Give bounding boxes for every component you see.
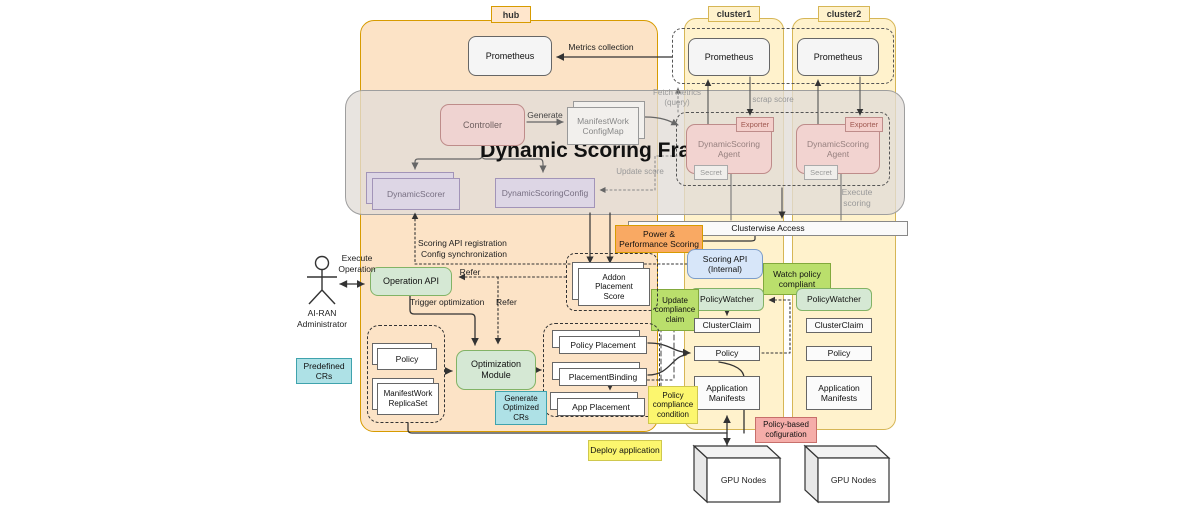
policy-placement: Policy Placement	[559, 336, 647, 354]
policy-compliance-condition: Policy compliance condition	[648, 386, 698, 424]
gpu-nodes-c2-label: GPU Nodes	[830, 475, 877, 485]
cluster2-tab: cluster2	[818, 6, 870, 22]
controller: Controller	[440, 104, 525, 146]
secret-c2: Secret	[804, 165, 838, 180]
gpu-cube-2	[803, 444, 891, 504]
operation-api: Operation API	[370, 267, 452, 296]
policy-watcher-c1: PolicyWatcher	[690, 288, 764, 311]
gpu-nodes-c1-label: GPU Nodes	[720, 475, 767, 485]
fetch-metrics-label: Fetch metrics (query)	[652, 88, 701, 107]
exporter-c2: Exporter	[845, 117, 883, 132]
generate-label: Generate	[527, 110, 563, 120]
prometheus-cluster1: Prometheus	[688, 38, 770, 76]
config-synchronization-label: Config synchronization	[421, 249, 507, 259]
scrap-score-label: scrap score	[752, 95, 794, 104]
exporter-c1: Exporter	[736, 117, 774, 132]
actor-icon	[307, 255, 337, 305]
hub-tab: hub	[491, 6, 531, 23]
actor-label: AI-RAN Administrator	[296, 308, 348, 329]
agents-group-dashed	[676, 112, 890, 186]
scoring-api-internal: Scoring API (Internal)	[687, 249, 763, 279]
cluster-claim-c2: ClusterClaim	[806, 318, 872, 333]
update-compliance-claim: Update compliance claim	[651, 289, 699, 331]
app-placement: App Placement	[557, 398, 645, 416]
policy-watcher-c2: PolicyWatcher	[796, 288, 872, 311]
policy-hub: Policy	[377, 348, 437, 370]
deploy-application: Deploy application	[588, 440, 662, 461]
manifestwork-configmap: ManifestWork ConfigMap	[567, 107, 639, 145]
prometheus-hub: Prometheus	[468, 36, 552, 76]
metrics-collection-label: Metrics collection	[568, 42, 634, 52]
optimization-module: Optimization Module	[456, 350, 536, 390]
refer-label-2: Refer	[496, 297, 517, 307]
addon-group-dashed	[566, 253, 658, 311]
predefined-crs: Predefined CRs	[296, 358, 352, 384]
cluster-claim-c1: ClusterClaim	[694, 318, 760, 333]
placements-dashed	[543, 323, 660, 417]
policy-based-configuration: Policy-based cofiguration	[755, 417, 817, 443]
prometheus-group-dashed	[672, 28, 894, 84]
placement-binding: PlacementBinding	[559, 368, 647, 386]
trigger-optimization-label: Trigger optimization	[410, 297, 485, 307]
scoring-api-registration-label: Scoring API registration	[418, 238, 507, 248]
dynamic-scoring-config: DynamicScoringConfig	[495, 178, 595, 208]
gpu-cube-1	[692, 444, 782, 504]
addon-placement-score: Addon Placement Score	[578, 268, 650, 306]
dynamic-scorer: DynamicScorer	[372, 178, 460, 210]
policy-c2: Policy	[806, 346, 872, 361]
manifestwork-replicaset: ManifestWork ReplicaSet	[377, 383, 439, 415]
policy-c1: Policy	[694, 346, 760, 361]
update-score-label: Update score	[616, 167, 664, 176]
execute-scoring-label: Execute scoring	[841, 187, 873, 208]
hub-crs-dashed	[367, 325, 445, 423]
prometheus-cluster2: Prometheus	[797, 38, 879, 76]
execute-operation-label: Execute Operation	[338, 253, 376, 274]
application-manifests-c1: Application Manifests	[694, 376, 760, 410]
generate-optimized-crs: Generate Optimized CRs	[495, 391, 547, 425]
refer-label-1: Refer	[459, 267, 481, 277]
cluster1-tab: cluster1	[708, 6, 760, 22]
application-manifests-c2: Application Manifests	[806, 376, 872, 410]
secret-c1: Secret	[694, 165, 728, 180]
power-performance-scoring: Power & Performance Scoring	[615, 225, 703, 253]
